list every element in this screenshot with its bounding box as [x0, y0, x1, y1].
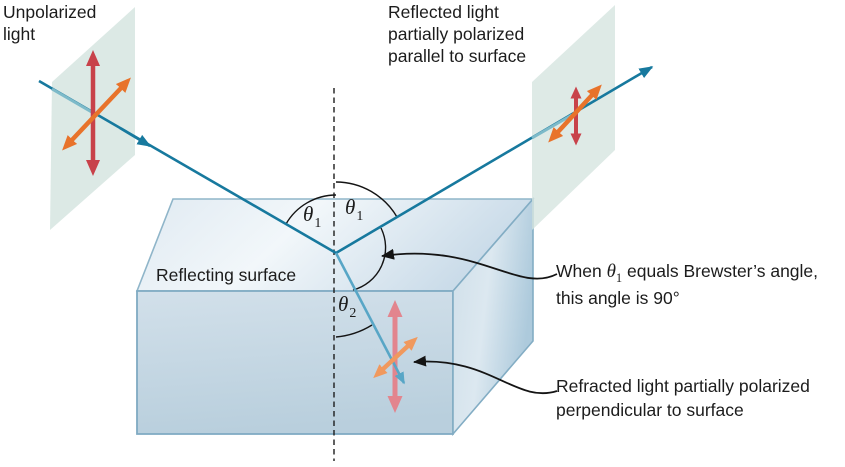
unpolarized-light-label-line1: Unpolarized [3, 2, 97, 22]
theta1-right-subscript: 1 [356, 209, 364, 224]
reflected-light-label-line2: partially polarized [388, 24, 525, 44]
angle-arc-theta1-incident [285, 194, 337, 225]
refracted-ray-group [334, 252, 418, 413]
angle-label-theta1-incident: θ1 [303, 202, 322, 232]
reflected-polarization-arrows [548, 84, 602, 146]
angle-label-theta2-refracted: θ2 [338, 292, 357, 322]
brewster-angle-note-line1: When θ1 equals Brewster’s angle, [556, 259, 818, 286]
angle-arc-90-degrees [352, 227, 387, 291]
theta2-symbol: θ [338, 292, 349, 316]
diagonal-polarization-arrow [62, 77, 131, 151]
reflected-light-label-line3: parallel to surface [388, 46, 527, 66]
brewster-note-prefix: When [556, 261, 607, 281]
unpolarized-light-label: Unpolarized light [3, 1, 96, 45]
diagonal-polarization-arrow-large [548, 84, 602, 143]
brewster-note-suffix: equals Brewster’s angle, [622, 261, 819, 281]
reflecting-surface-label: Reflecting surface [156, 265, 297, 285]
diagonal-polarization-arrow-small [373, 336, 418, 379]
angle-label-theta1-reflected: θ1 [345, 195, 364, 225]
glass-block-right-face [452, 196, 534, 437]
pointer-arrow-to-90-degree-angle [381, 248, 558, 280]
unpolarized-polarization-arrows [62, 50, 131, 176]
brewster-angle-note-line2: this angle is 90° [556, 288, 680, 308]
theta2-subscript: 2 [349, 306, 357, 321]
unpolarized-light-label-line2: light [3, 24, 36, 44]
angle-arc-theta1-reflected [335, 181, 398, 218]
refracted-light-label: Refracted light partially polarized perp… [556, 374, 810, 422]
pointer-arrow-to-refracted-arrows [413, 355, 558, 395]
reflected-light-label: Reflected light partially polarized para… [388, 1, 526, 67]
glass-block [135, 196, 535, 437]
theta1-right-symbol: θ [345, 195, 356, 219]
reflected-light-label-line1: Reflected light [388, 2, 499, 22]
glass-block-front-face [136, 290, 454, 435]
brewster-angle-note: When θ1 equals Brewster’s angle, this an… [556, 259, 818, 311]
theta1-left-symbol: θ [303, 202, 314, 226]
refracted-light-label-line2: perpendicular to surface [556, 400, 744, 420]
angle-arc-theta2-refracted [335, 324, 373, 338]
theta-symbol: θ [606, 261, 616, 282]
theta1-left-subscript: 1 [314, 216, 322, 231]
refracted-light-label-line1: Refracted light partially polarized [556, 376, 810, 396]
theta-subscript: 1 [615, 271, 623, 285]
